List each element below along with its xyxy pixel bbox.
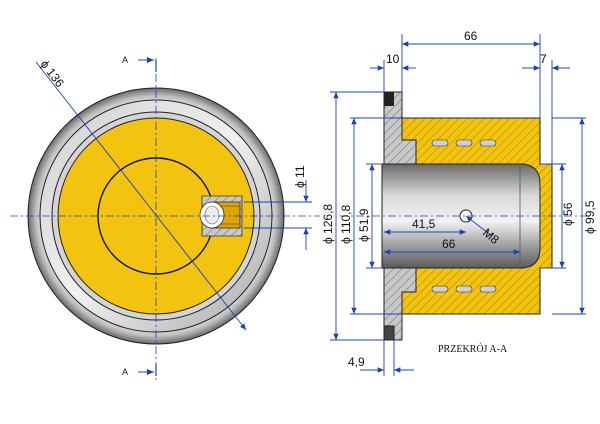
dim-126-8: ϕ 126,8 <box>321 91 384 341</box>
dim-66-top: 66 <box>401 29 541 118</box>
section-marker-bottom: A <box>122 367 128 377</box>
diameter-136-label: ϕ 136 <box>38 57 67 90</box>
seal-grooves <box>431 139 497 293</box>
section-marker-top: A <box>122 55 128 65</box>
front-view: A A ϕ 136 ϕ 11 <box>10 55 320 380</box>
svg-text:ϕ 126,8: ϕ 126,8 <box>321 204 335 244</box>
svg-text:ϕ 11: ϕ 11 <box>293 165 307 188</box>
dim-51-9: ϕ 51,9 <box>357 163 382 269</box>
svg-text:ϕ 99,5: ϕ 99,5 <box>583 200 597 234</box>
svg-text:4,9: 4,9 <box>348 355 365 369</box>
dim-99-5: ϕ 99,5 <box>552 117 597 315</box>
section-view: M8 66 10 7 ϕ 126,8 <box>321 29 597 376</box>
svg-text:ϕ 51,9: ϕ 51,9 <box>357 208 371 242</box>
flange-top-step <box>384 92 394 106</box>
svg-text:7: 7 <box>540 52 547 66</box>
svg-text:ϕ 56: ϕ 56 <box>561 202 575 226</box>
hole-diameter-dimension: ϕ 11 <box>244 165 312 250</box>
svg-text:10: 10 <box>386 52 400 66</box>
dim-66-inner: 66 <box>384 237 520 255</box>
svg-text:41,5: 41,5 <box>412 217 436 231</box>
dim-56: ϕ 56 <box>540 163 575 269</box>
dim-110-8: ϕ 110,8 <box>339 117 402 315</box>
dim-4-9: 4,9 <box>348 340 414 376</box>
dim-41-5: 41,5 <box>384 217 466 235</box>
m8-leader <box>465 215 493 237</box>
svg-text:66: 66 <box>442 237 456 251</box>
svg-text:ϕ 110,8: ϕ 110,8 <box>339 204 353 244</box>
dim-10: 10 <box>370 52 416 92</box>
svg-text:66: 66 <box>464 29 478 43</box>
section-caption: PRZEKRÓJ A-A <box>438 343 508 355</box>
diameter-136-leader <box>35 61 247 331</box>
flange-bottom-step <box>383 325 395 341</box>
dim-7: 7 <box>522 52 570 164</box>
